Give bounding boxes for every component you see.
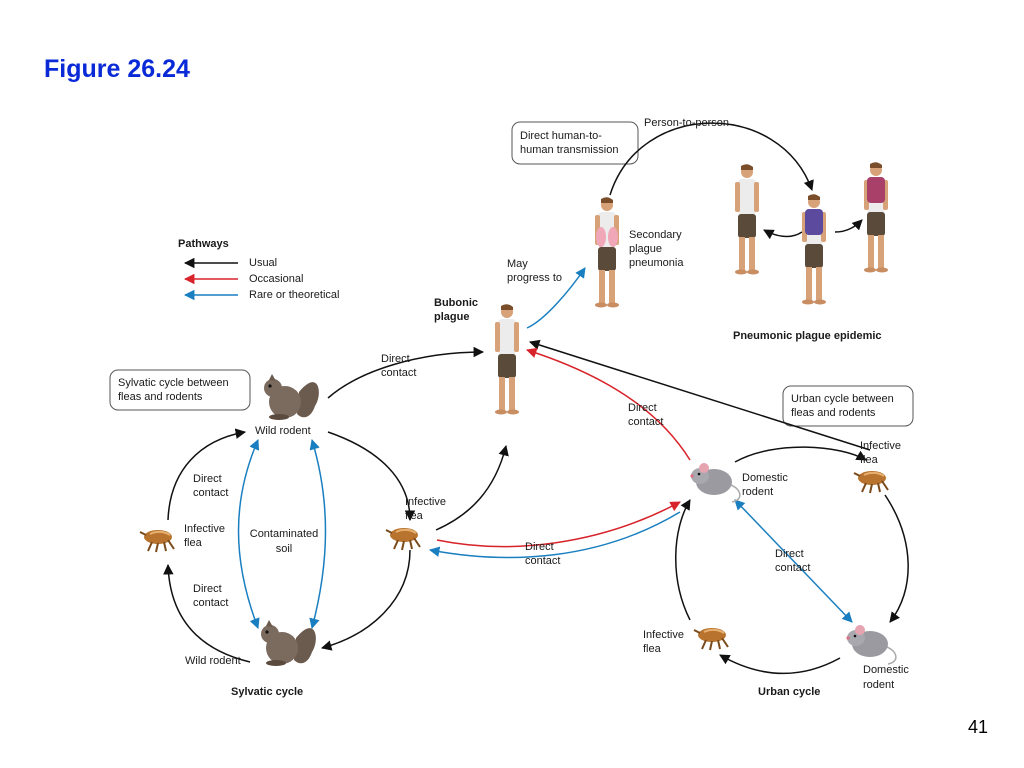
person-to-person-label: Person-to-person (644, 117, 729, 129)
bubonic-plague-human-figure (495, 304, 519, 415)
legend-rare-label: Rare or theoretical (249, 289, 340, 301)
domestic-rodent-bottom-mouse-icon (845, 624, 897, 665)
may-progress-line2: progress to (507, 272, 562, 284)
flea-to-domestic-rodent-arrow (436, 501, 681, 548)
pneumonia-human-figure (595, 197, 619, 308)
soil-left-arrow (237, 439, 260, 629)
spread-left-arrow (763, 229, 803, 240)
may-progress-line1: May (507, 258, 528, 270)
sylvatic-rodent-bottom-to-flea-arrow (163, 563, 251, 663)
infective-flea-right-line2: flea (860, 454, 879, 466)
wild-rodent-bottom-label: Wild rodent (185, 655, 241, 667)
urban-cycle-label: Urban cycle (758, 686, 820, 698)
direct-contact-center-line2: contact (525, 555, 560, 567)
urban-flea-to-rodent-top-arrow (675, 499, 691, 621)
infective-flea-bottom-icon (693, 627, 729, 651)
domestic-rodent-to-flea-arrow (428, 511, 681, 559)
domestic-rodent-top-line2: rodent (742, 486, 773, 498)
infective-flea-bottom-line2: flea (643, 643, 662, 655)
purple-shirt-icon (805, 209, 823, 235)
soil-right-arrow (309, 438, 327, 630)
urban-flea-to-human-arrow (528, 339, 871, 451)
epidemic-human-figure-left (735, 164, 759, 275)
domestic-rodent-bottom-line1: Domestic (863, 664, 909, 676)
figure-title: Figure 26.24 (44, 55, 190, 83)
secondary-pneumonia-line2: plague (629, 243, 662, 255)
contaminated-soil-line2: soil (276, 543, 293, 555)
infective-flea-center-line1: Infective (405, 496, 446, 508)
page-number: 41 (967, 717, 988, 737)
pink-shirt-icon (867, 177, 885, 203)
urban-rodent-to-flea-arrow (734, 446, 867, 463)
direct-contact-wild-human-line1: Direct (381, 353, 410, 365)
legend-title: Pathways (178, 238, 229, 250)
left-lung-icon (596, 227, 606, 247)
wild-rodent-to-human-arrow (327, 346, 485, 399)
infective-flea-left-line1: Infective (184, 523, 225, 535)
bubonic-to-pneumonia-arrow (526, 267, 586, 329)
right-lung-icon (608, 227, 618, 247)
infective-flea-center-icon (385, 527, 421, 551)
infective-flea-bottom-line1: Infective (643, 629, 684, 641)
direct-contact-left-top-line1: Direct (193, 473, 222, 485)
sylvatic-rodent-to-flea-arrow (327, 431, 416, 522)
urban-callout-line1: Urban cycle between (791, 393, 894, 405)
direct-contact-left-bottom-line1: Direct (193, 583, 222, 595)
domestic-rodent-to-human-arrow (526, 347, 691, 461)
sylvatic-callout-box (109, 369, 251, 411)
direct-contact-left-top-line2: contact (193, 487, 228, 499)
bubonic-plague-label-line1: Bubonic (434, 297, 478, 309)
sylvatic-callout-line1: Sylvatic cycle between (118, 377, 229, 389)
sylvatic-callout-line2: fleas and rodents (118, 391, 203, 403)
legend: Pathways Usual Occasional Rare or theore… (178, 238, 340, 301)
direct-contact-center-line1: Direct (525, 541, 554, 553)
human-callout-box (511, 121, 639, 165)
domestic-rodent-top-mouse-icon (689, 462, 741, 503)
infective-flea-left-icon (139, 529, 175, 553)
pneumonic-epidemic-label: Pneumonic plague epidemic (733, 330, 882, 342)
secondary-pneumonia-line1: Secondary (629, 229, 682, 241)
urban-callout-box (782, 385, 914, 427)
direct-contact-urban-line1: Direct (775, 548, 804, 560)
direct-contact-left-bottom-line2: contact (193, 597, 228, 609)
urban-callout-line2: fleas and rodents (791, 407, 876, 419)
sylvatic-flea-to-rodent-top-arrow (167, 428, 247, 521)
wild-rodent-top-squirrel-icon (264, 374, 319, 420)
person-to-person-arrow (609, 122, 814, 196)
urban-rodent-to-flea-bottom-arrow (719, 654, 841, 675)
human-callout-line1: Direct human-to- (520, 130, 602, 142)
sylvatic-flea-to-rodent-arrow (320, 549, 411, 651)
infective-flea-right-icon (853, 470, 889, 494)
flea-to-human-arrow (435, 444, 509, 531)
wild-rodent-top-label: Wild rodent (255, 425, 311, 437)
infective-flea-center-line2: flea (405, 510, 424, 522)
domestic-rodent-contact-arrow (734, 499, 853, 623)
wild-rodent-bottom-squirrel-icon (261, 620, 316, 666)
bubonic-plague-label-line2: plague (434, 311, 469, 323)
contaminated-soil-line1: Contaminated (250, 528, 319, 540)
infective-flea-right-line1: Infective (860, 440, 901, 452)
secondary-pneumonia-line3: pneumonia (629, 257, 684, 269)
infective-flea-left-line2: flea (184, 537, 203, 549)
legend-usual-label: Usual (249, 257, 277, 269)
domestic-rodent-bottom-line2: rodent (863, 679, 894, 691)
sylvatic-cycle-label: Sylvatic cycle (231, 686, 303, 698)
direct-contact-domestic-human-line1: Direct (628, 402, 657, 414)
human-callout-line2: human transmission (520, 144, 618, 156)
domestic-rodent-top-line1: Domestic (742, 472, 788, 484)
direct-contact-wild-human-line2: contact (381, 367, 416, 379)
legend-occasional-label: Occasional (249, 273, 303, 285)
spread-right-arrow (834, 219, 863, 233)
direct-contact-domestic-human-line2: contact (628, 416, 663, 428)
direct-contact-urban-line2: contact (775, 562, 810, 574)
urban-flea-to-rodent-arrow (884, 494, 909, 623)
